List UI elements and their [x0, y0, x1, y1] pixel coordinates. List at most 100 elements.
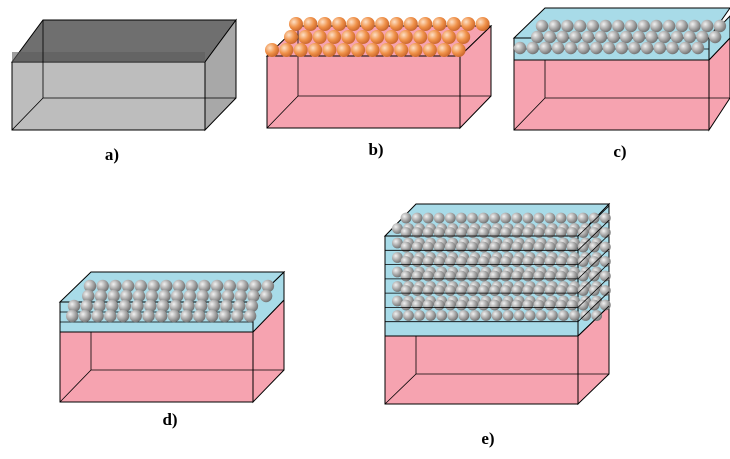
layer-boundary-side-line	[577, 234, 610, 265]
gray-sphere	[522, 227, 534, 238]
gray-sphere	[555, 270, 567, 282]
gray-sphere	[577, 227, 589, 238]
gray-sphere	[544, 256, 556, 267]
gray-sphere	[67, 299, 81, 313]
gray-sphere	[444, 212, 456, 224]
gray-sphere	[231, 309, 244, 323]
panel-c-substrate	[513, 37, 730, 132]
gray-sphere	[555, 212, 567, 224]
gray-sphere	[411, 241, 423, 253]
gray-sphere	[131, 299, 144, 313]
gray-sphere	[580, 310, 591, 321]
gray-sphere	[577, 256, 589, 267]
gray-sphere	[458, 310, 470, 321]
orange-sphere	[298, 30, 313, 44]
panel-a-label: a)	[105, 145, 119, 164]
gray-sphere	[569, 30, 582, 44]
panel-d-gray-sphere-layer	[66, 279, 275, 323]
gray-sphere	[569, 310, 580, 321]
gray-sphere	[653, 41, 666, 55]
orange-sphere	[308, 43, 323, 57]
gray-sphere	[167, 309, 181, 323]
layer-boundary-side-line	[577, 220, 610, 251]
gray-sphere	[121, 279, 135, 293]
gray-sphere	[607, 30, 620, 44]
orange-sphere	[336, 43, 351, 57]
orange-sphere	[408, 43, 423, 57]
gray-sphere	[555, 285, 567, 296]
gray-sphere	[489, 212, 500, 224]
layer-boundary-side-line	[577, 248, 610, 280]
gray-sphere	[218, 309, 231, 323]
gray-sphere	[132, 289, 146, 303]
gray-sphere	[129, 309, 142, 323]
gray-sphere	[478, 241, 489, 253]
panel-e-gray-sphere-stack	[392, 212, 611, 321]
gray-sphere	[478, 256, 489, 267]
gray-sphere	[679, 41, 692, 55]
gray-sphere	[392, 295, 403, 307]
gray-sphere	[422, 212, 434, 224]
gray-sphere	[533, 227, 545, 238]
gray-sphere	[577, 212, 589, 224]
gray-sphere	[588, 270, 600, 282]
gray-sphere	[185, 279, 198, 293]
gray-sphere	[467, 241, 478, 253]
gray-sphere	[400, 256, 412, 267]
gray-sphere	[467, 285, 478, 296]
gray-sphere	[511, 256, 523, 267]
gray-sphere	[447, 310, 459, 321]
gray-sphere	[577, 41, 590, 55]
gray-sphere	[491, 310, 503, 321]
gray-sphere	[82, 289, 95, 303]
gray-sphere	[169, 299, 182, 313]
orange-sphere	[384, 30, 399, 44]
gray-sphere	[247, 289, 260, 303]
orange-sphere	[475, 17, 490, 31]
gray-sphere	[566, 285, 578, 296]
gray-sphere	[544, 299, 556, 311]
orange-sphere	[456, 30, 471, 44]
gray-sphere	[599, 212, 611, 224]
gray-sphere	[566, 241, 578, 253]
gray-sphere	[243, 309, 257, 323]
orange-sphere	[370, 30, 385, 44]
gray-sphere	[400, 241, 412, 253]
gray-sphere	[500, 299, 511, 311]
gray-sphere	[632, 30, 646, 44]
orange-sphere	[441, 30, 456, 44]
gray-sphere	[588, 241, 600, 253]
orange-sphere	[422, 43, 437, 57]
gray-sphere	[467, 212, 478, 224]
orange-sphere	[312, 30, 327, 44]
gray-sphere	[467, 270, 478, 282]
gray-sphere	[522, 299, 534, 311]
panel-d-substrate	[59, 298, 285, 404]
gray-sphere	[599, 299, 611, 311]
orange-sphere	[375, 17, 390, 31]
gray-sphere	[433, 227, 445, 238]
gray-sphere	[433, 212, 445, 224]
orange-sphere	[398, 30, 413, 44]
gray-sphere	[142, 309, 155, 323]
gray-sphere	[205, 309, 219, 323]
gray-sphere	[245, 299, 259, 313]
gray-sphere	[683, 30, 696, 44]
gray-sphere	[120, 289, 133, 303]
orange-sphere	[446, 17, 461, 31]
gray-sphere	[422, 227, 434, 238]
gray-sphere	[93, 299, 106, 313]
gray-sphere	[223, 279, 236, 293]
gray-sphere	[221, 289, 235, 303]
layer-boundary-side-line	[577, 262, 610, 294]
gray-sphere	[422, 241, 434, 253]
gray-sphere	[210, 279, 224, 293]
gray-sphere	[455, 241, 467, 253]
gray-sphere	[207, 299, 220, 313]
gray-sphere	[566, 299, 578, 311]
gray-sphere	[171, 289, 184, 303]
gray-sphere	[444, 270, 456, 282]
gray-sphere	[94, 289, 108, 303]
gray-sphere	[489, 227, 500, 238]
